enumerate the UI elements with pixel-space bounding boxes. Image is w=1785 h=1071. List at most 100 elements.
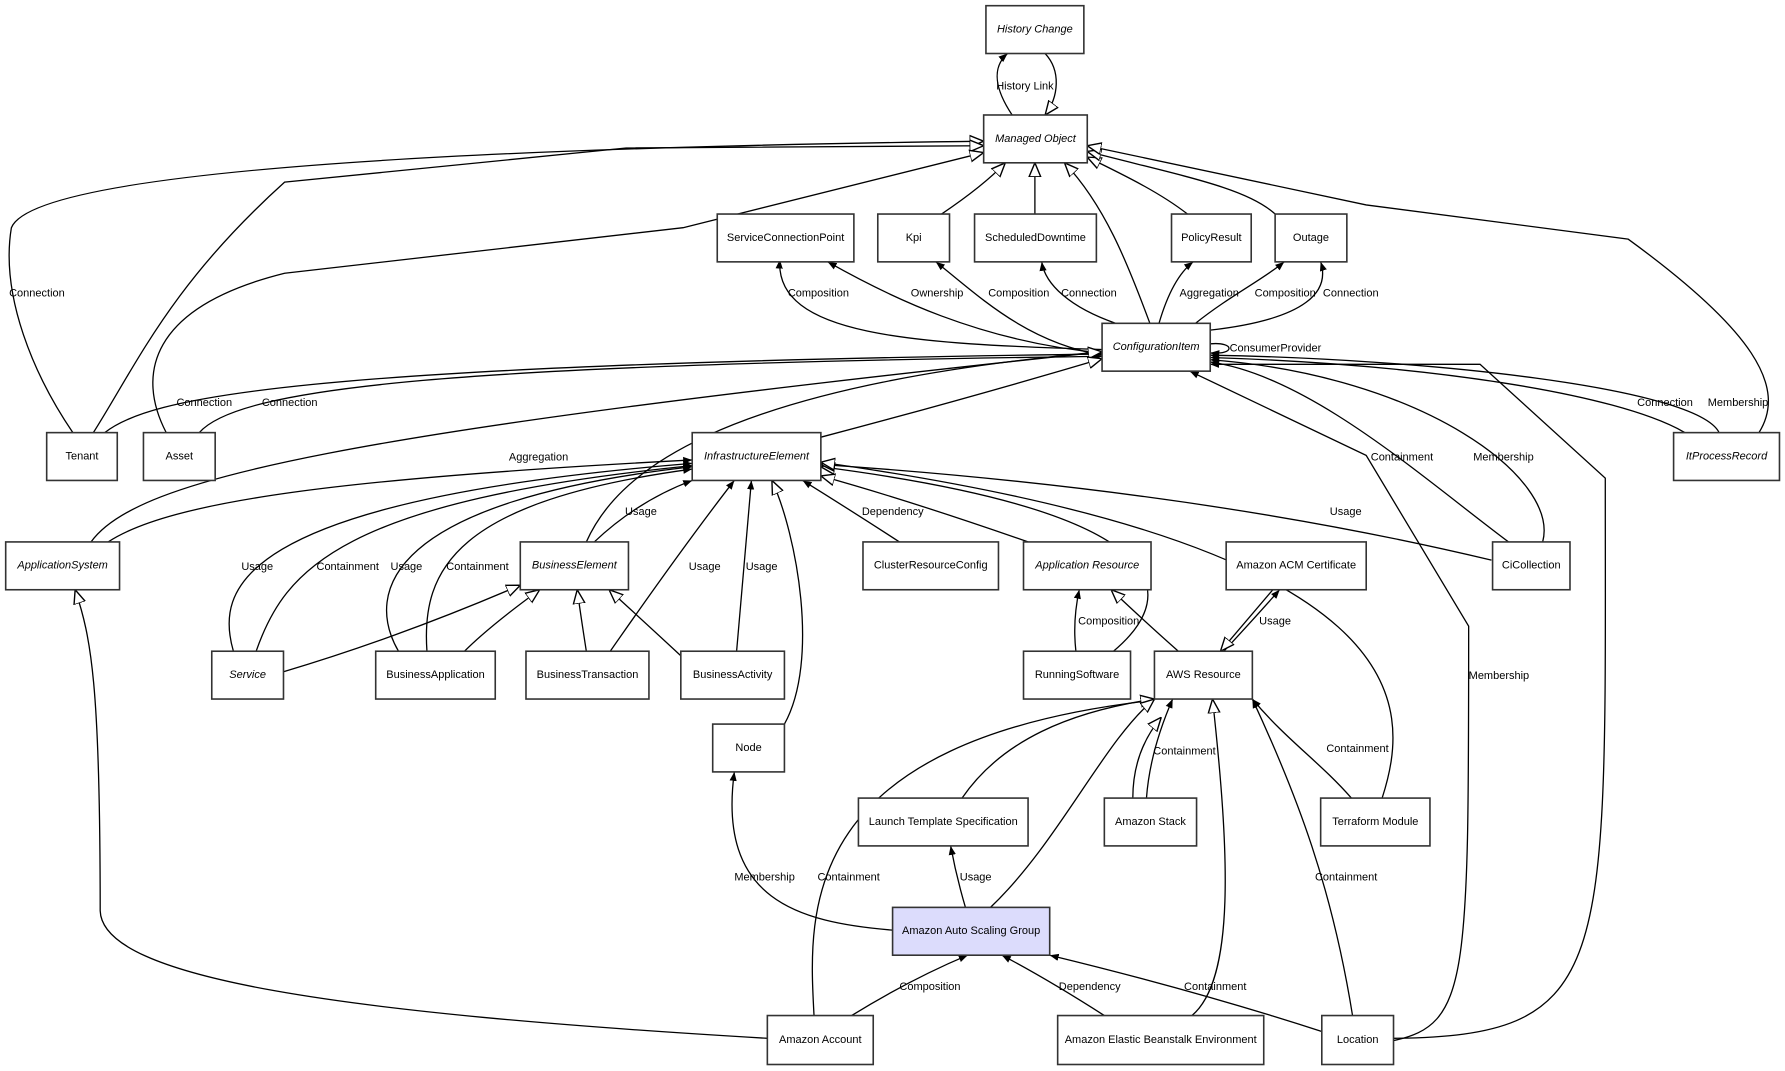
class-node-running-software[interactable]: RunningSoftware	[1022, 650, 1132, 700]
class-box[interactable]	[45, 431, 119, 482]
class-node-tenant[interactable]: Tenant	[45, 431, 119, 482]
class-box[interactable]	[973, 213, 1098, 263]
edge-amazon-auto-scaling-group-to-aws-resource	[990, 699, 1154, 908]
class-box[interactable]	[374, 650, 497, 700]
class-node-business-element[interactable]: BusinessElement	[519, 541, 630, 591]
class-node-amazon-auto-scaling-group[interactable]: Amazon Auto Scaling Group	[891, 906, 1051, 957]
class-box[interactable]	[876, 213, 951, 263]
class-node-location[interactable]: Location	[1320, 1014, 1395, 1066]
class-node-launch-template-specification[interactable]: Launch Template Specification	[857, 797, 1029, 847]
edge-application-system-to-infrastructure-element	[107, 456, 693, 543]
class-box[interactable]	[210, 650, 285, 700]
class-node-application-system[interactable]: ApplicationSystem	[4, 541, 121, 591]
class-label: Kpi	[906, 232, 922, 244]
edge-amazon-account-to-aws-resource	[811, 697, 1155, 1016]
class-box[interactable]	[1225, 541, 1368, 591]
class-node-amazon-account[interactable]: Amazon Account	[766, 1014, 875, 1066]
edge-label: Connection	[176, 397, 232, 409]
class-box[interactable]	[1274, 213, 1348, 263]
class-box[interactable]	[1103, 797, 1198, 847]
class-box[interactable]	[982, 114, 1089, 164]
class-node-amazon-elastic-beanstalk-environment[interactable]: Amazon Elastic Beanstalk Environment	[1056, 1014, 1265, 1066]
association-arrow	[228, 460, 693, 652]
class-node-infrastructure-element[interactable]: InfrastructureElement	[691, 431, 822, 482]
class-node-service[interactable]: Service	[210, 650, 285, 700]
class-box[interactable]	[4, 541, 121, 591]
inheritance-arrow	[1064, 163, 1151, 324]
class-label: Amazon ACM Certificate	[1236, 560, 1356, 572]
class-node-kpi[interactable]: Kpi	[876, 213, 951, 263]
edge-service-to-infrastructure-element	[228, 460, 693, 652]
class-node-terraform-module[interactable]: Terraform Module	[1319, 797, 1431, 847]
class-box[interactable]	[1153, 650, 1254, 700]
edge-business-activity-to-infrastructure-element	[735, 480, 755, 652]
edge-label: Membership	[1708, 397, 1769, 409]
class-box[interactable]	[766, 1014, 875, 1066]
class-box[interactable]	[1491, 541, 1571, 591]
class-node-business-application[interactable]: BusinessApplication	[374, 650, 497, 700]
class-node-node[interactable]: Node	[711, 723, 786, 773]
edge-label: Containment	[1315, 872, 1377, 884]
association-arrow	[1210, 359, 1509, 543]
class-box[interactable]	[862, 541, 1000, 591]
class-node-business-transaction[interactable]: BusinessTransaction	[525, 650, 650, 700]
association-arrow	[851, 954, 968, 1017]
class-node-business-activity[interactable]: BusinessActivity	[680, 650, 786, 700]
class-box[interactable]	[1319, 797, 1431, 847]
class-node-amazon-stack[interactable]: Amazon Stack	[1103, 797, 1198, 847]
class-label: CiCollection	[1502, 560, 1561, 572]
inheritance-arrow	[1045, 53, 1056, 115]
edge-label: Connection	[262, 397, 318, 409]
edge-terraform-module-to-infrastructure-element	[821, 462, 1394, 799]
class-node-managed-object[interactable]: Managed Object	[982, 114, 1089, 164]
association-arrow	[425, 466, 693, 652]
class-node-history-change[interactable]: History Change	[985, 4, 1085, 55]
edge-service-to-infrastructure-element	[255, 462, 693, 652]
class-node-cluster-resource-config[interactable]: ClusterResourceConfig	[862, 541, 1000, 591]
class-node-aws-resource[interactable]: AWS Resource	[1153, 650, 1254, 700]
class-box[interactable]	[711, 723, 786, 773]
class-node-it-process-record[interactable]: ItProcessRecord	[1672, 431, 1781, 482]
class-label: ClusterResourceConfig	[874, 560, 988, 572]
edge-business-element-to-infrastructure-element	[593, 479, 693, 543]
edge-outage-to-managed-object	[1087, 151, 1276, 215]
class-box[interactable]	[1672, 431, 1781, 482]
class-label: ConfigurationItem	[1113, 341, 1200, 353]
edge-managed-object-to-history-change	[996, 53, 1013, 116]
class-box[interactable]	[1022, 650, 1132, 700]
association-arrow	[1001, 954, 1105, 1017]
class-node-ci-collection[interactable]: CiCollection	[1491, 541, 1571, 591]
class-box[interactable]	[1056, 1014, 1265, 1066]
class-label: Terraform Module	[1332, 816, 1418, 828]
edge-configuration-item-to-scheduled-downtime	[1039, 261, 1116, 324]
class-box[interactable]	[1022, 541, 1152, 591]
edge-it-process-record-to-managed-object	[1087, 146, 1769, 433]
inheritance-arrow	[8, 141, 984, 433]
edge-location-to-aws-resource	[1251, 698, 1354, 1016]
edge-label: Connection	[1637, 397, 1693, 409]
class-box[interactable]	[716, 213, 855, 263]
class-box[interactable]	[142, 431, 216, 482]
class-node-scheduled-downtime[interactable]: ScheduledDowntime	[973, 213, 1098, 263]
class-node-policy-result[interactable]: PolicyResult	[1170, 213, 1253, 263]
class-node-service-connection-point[interactable]: ServiceConnectionPoint	[716, 213, 855, 263]
class-node-configuration-item[interactable]: ConfigurationItem	[1101, 322, 1212, 372]
class-box[interactable]	[1320, 1014, 1395, 1066]
class-node-application-resource[interactable]: Application Resource	[1022, 541, 1152, 591]
class-box[interactable]	[680, 650, 786, 700]
class-box[interactable]	[1170, 213, 1253, 263]
class-box[interactable]	[519, 541, 630, 591]
class-node-asset[interactable]: Asset	[142, 431, 216, 482]
class-box[interactable]	[691, 431, 822, 482]
class-node-outage[interactable]: Outage	[1274, 213, 1348, 263]
association-arrow	[1039, 261, 1116, 324]
association-arrow	[1189, 370, 1470, 1042]
association-arrow	[827, 261, 1103, 354]
class-box[interactable]	[1101, 322, 1212, 372]
class-box[interactable]	[985, 4, 1085, 55]
class-node-amazon-acm-certificate[interactable]: Amazon ACM Certificate	[1225, 541, 1368, 591]
class-box[interactable]	[857, 797, 1029, 847]
class-box[interactable]	[525, 650, 650, 700]
class-box[interactable]	[891, 906, 1051, 957]
